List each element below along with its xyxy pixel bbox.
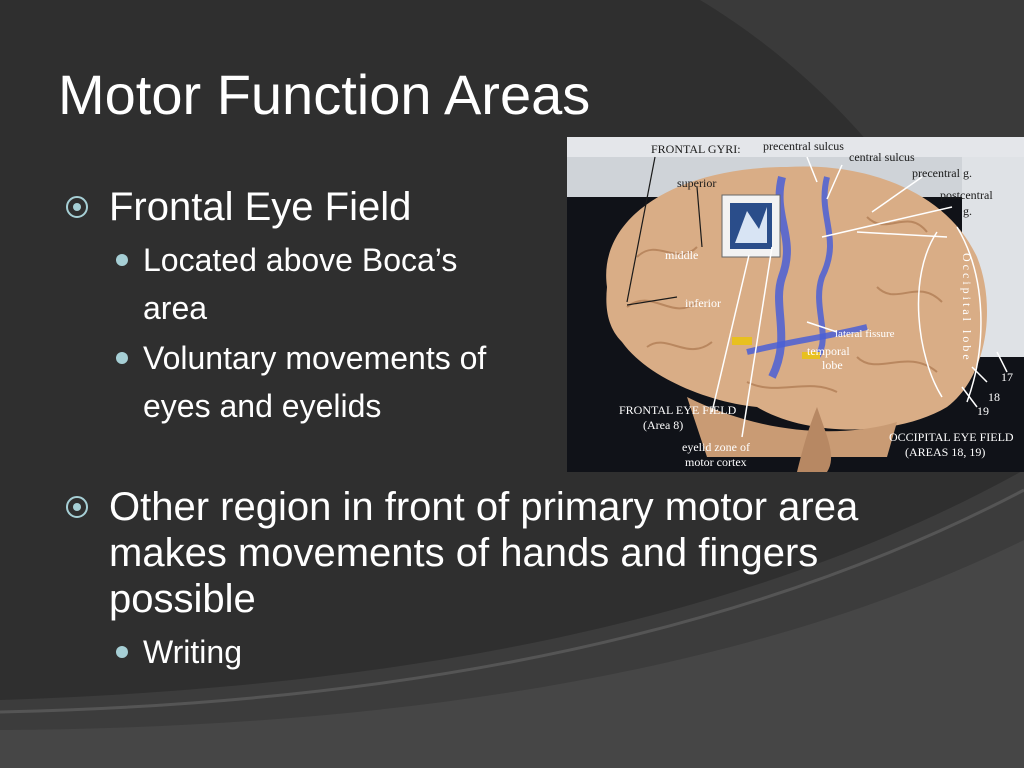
brain-illustration: FRONTAL GYRI: superior middle inferior p… — [567, 137, 1024, 472]
bullet-text: Other region in front of primary motor a… — [109, 485, 859, 621]
label-motor-cortex: motor cortex — [685, 455, 747, 469]
slide-title: Motor Function Areas — [58, 63, 591, 126]
label-area-8: (Area 8) — [643, 418, 683, 432]
dot-bullet-icon — [116, 254, 128, 266]
label-temporal: temporal — [807, 344, 850, 358]
brain-diagram-image: FRONTAL GYRI: superior middle inferior p… — [567, 137, 1024, 472]
bullet-other-region: Other region in front of primary motor a… — [66, 484, 866, 622]
label-precentral-sulcus: precentral sulcus — [763, 139, 844, 153]
sub-bullet-writing: Writing — [116, 628, 242, 676]
sub-bullet-located: Located above Boca’s area — [116, 236, 516, 332]
label-occipital-eye-field: OCCIPITAL EYE FIELD — [889, 430, 1014, 444]
sub-bullet-text: Located above Boca’s area — [143, 242, 458, 326]
sub-bullet-text: Writing — [143, 634, 242, 670]
circle-bullet-icon — [66, 196, 88, 218]
label-17: 17 — [1001, 370, 1013, 384]
label-frontal-gyri: FRONTAL GYRI: — [651, 142, 741, 156]
label-occipital-lobe: Occipital lobe — [960, 253, 974, 363]
label-18: 18 — [988, 390, 1000, 404]
label-middle: middle — [665, 248, 698, 262]
label-postcentral-g: g. — [963, 204, 972, 218]
label-lateral-fissure: lateral fissure — [835, 328, 895, 340]
label-frontal-eye-field: FRONTAL EYE FIELD — [619, 403, 737, 417]
circle-bullet-icon — [66, 496, 88, 518]
sub-bullet-text: Voluntary movements of eyes and eyelids — [143, 340, 487, 424]
label-postcentral: postcentral — [940, 188, 993, 202]
dot-bullet-icon — [116, 352, 128, 364]
dot-bullet-icon — [116, 646, 128, 658]
label-superior: superior — [677, 176, 716, 190]
label-19: 19 — [977, 404, 989, 418]
label-eyelid-zone: eyelid zone of — [682, 440, 750, 454]
bullet-text: Frontal Eye Field — [109, 185, 412, 229]
label-precentral-g: precentral g. — [912, 166, 972, 180]
label-inferior: inferior — [685, 296, 721, 310]
sub-bullet-voluntary: Voluntary movements of eyes and eyelids — [116, 334, 536, 430]
label-lobe: lobe — [822, 358, 843, 372]
label-areas-18-19: (AREAS 18, 19) — [905, 445, 985, 459]
label-central-sulcus: central sulcus — [849, 150, 915, 164]
bullet-frontal-eye-field: Frontal Eye Field — [66, 184, 411, 230]
